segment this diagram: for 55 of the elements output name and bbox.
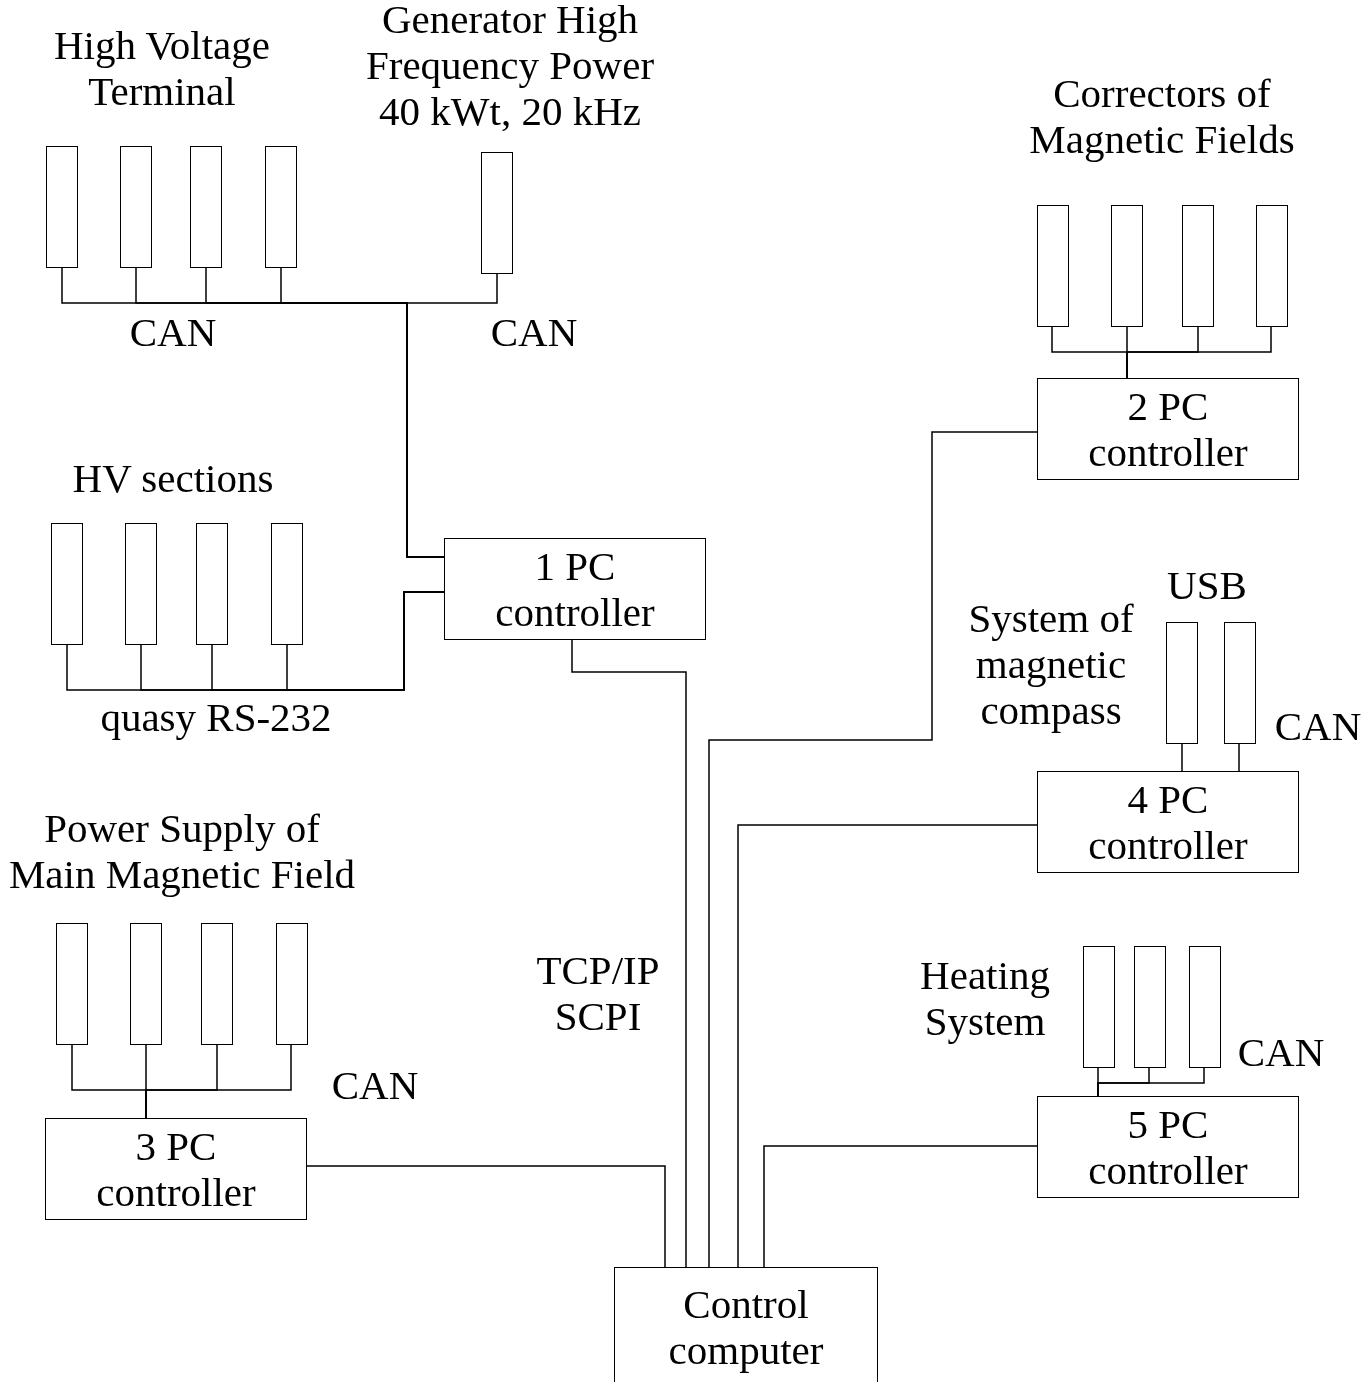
module-box [120, 146, 152, 268]
bus-label: CAN [489, 309, 579, 355]
bus-label: CAN [330, 1062, 420, 1108]
controller-box: 5 PC controller [1037, 1096, 1299, 1198]
bus-label: TCP/IP SCPI [535, 947, 661, 1039]
module-box [1083, 946, 1115, 1068]
module-box [1256, 205, 1288, 327]
module-box [130, 923, 162, 1045]
module-box [51, 523, 83, 645]
module-box [190, 146, 222, 268]
connector-line [306, 1165, 666, 1268]
group-title: Correctors of Magnetic Fields [1028, 70, 1296, 162]
connector-line [737, 824, 1038, 1268]
computer-box: Control computer [614, 1267, 878, 1382]
module-box [1224, 622, 1256, 744]
module-box [1182, 205, 1214, 327]
connector-line [1126, 326, 1272, 379]
group-title: Power Supply of Main Magnetic Field [7, 805, 357, 897]
connector-line [708, 431, 1038, 1268]
module-box [271, 523, 303, 645]
module-box [265, 146, 297, 268]
controller-box: 3 PC controller [45, 1118, 307, 1220]
module-box [1111, 205, 1143, 327]
connector-line [286, 591, 445, 691]
module-box [481, 152, 513, 274]
connector-line [1181, 743, 1183, 772]
connector-line [571, 639, 687, 1268]
group-title: Generator High Frequency Power 40 kWt, 20 kHz [364, 0, 656, 134]
bus-label: CAN [128, 309, 218, 355]
module-box [1166, 622, 1198, 744]
group-title: HV sections [71, 455, 275, 501]
module-box [276, 923, 308, 1045]
group-title: Heating System [919, 952, 1051, 1044]
connector-line [406, 273, 498, 558]
connector-line [763, 1145, 1038, 1268]
group-title: System of magnetic compass [967, 595, 1135, 733]
controller-box: 4 PC controller [1037, 771, 1299, 873]
module-box [125, 523, 157, 645]
bus-label: quasy RS-232 [99, 694, 333, 740]
bus-label: CAN [1236, 1029, 1326, 1075]
module-box [1134, 946, 1166, 1068]
module-box [201, 923, 233, 1045]
controller-box: 1 PC controller [444, 538, 706, 640]
module-box [1037, 205, 1069, 327]
module-box [1189, 946, 1221, 1068]
module-box [56, 923, 88, 1045]
connector-line [145, 1044, 292, 1119]
bus-label: USB [1166, 562, 1248, 608]
connector-line [1097, 1067, 1205, 1097]
group-title: High Voltage Terminal [53, 22, 271, 114]
connector-line [1238, 743, 1240, 772]
bus-label: CAN [1273, 703, 1363, 749]
module-box [196, 523, 228, 645]
controller-box: 2 PC controller [1037, 378, 1299, 480]
module-box [46, 146, 78, 268]
